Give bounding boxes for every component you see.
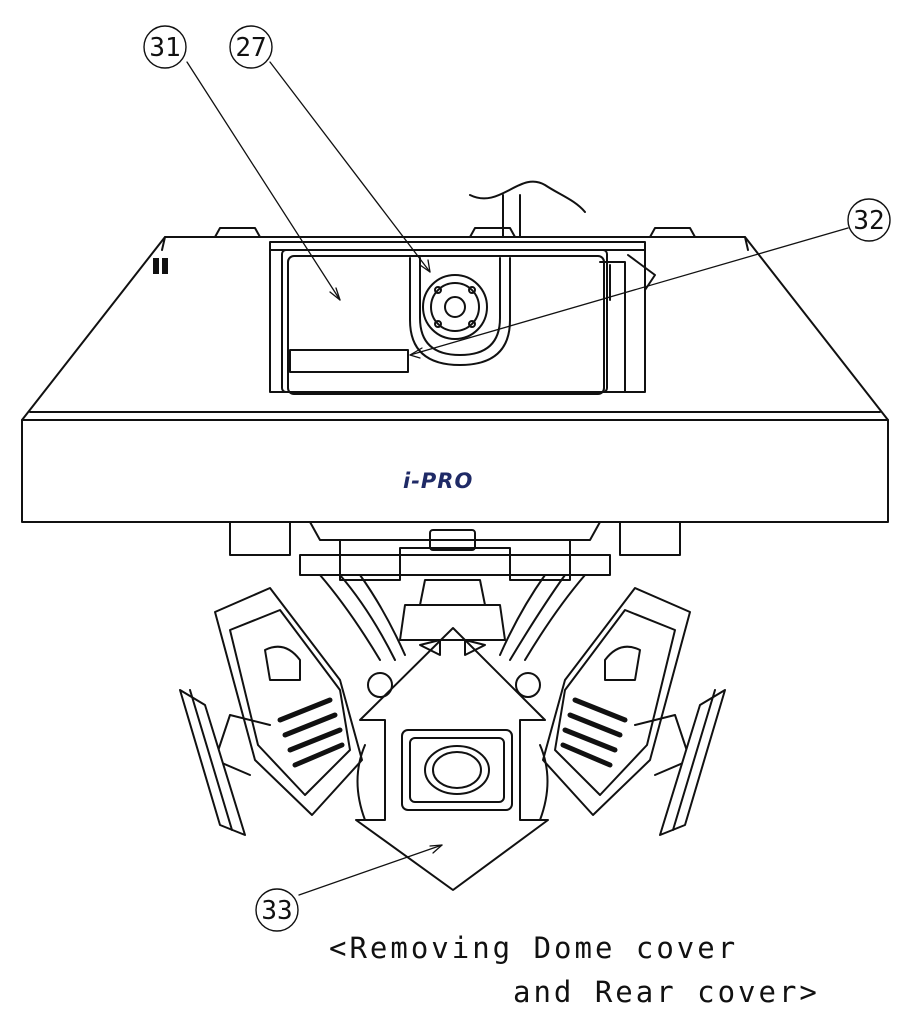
- center-lens-module: [399, 579, 513, 811]
- mount-base: [229, 521, 681, 581]
- svg-text:27: 27: [235, 33, 266, 63]
- callout-33: 33: [255, 888, 299, 932]
- arms: [319, 574, 586, 698]
- callout-32: 32: [847, 198, 891, 242]
- callout-31: 31: [143, 25, 187, 69]
- cable: [469, 180, 586, 241]
- svg-text:31: 31: [149, 33, 180, 63]
- left-lens-module: [179, 587, 363, 836]
- right-lens-module: [542, 587, 726, 836]
- caption-line-2: and Rear cover>: [513, 975, 820, 1009]
- caption-line-1: <Removing Dome cover: [329, 931, 738, 965]
- label-plate: [289, 349, 409, 373]
- leader-lines: [186, 61, 849, 896]
- svg-text:32: 32: [853, 206, 884, 236]
- removal-arrow: [355, 627, 549, 891]
- callout-27: 27: [229, 25, 273, 69]
- svg-text:33: 33: [261, 896, 292, 926]
- brand-logo: i-PRO: [403, 469, 473, 493]
- rear-cover-opening: [269, 241, 656, 395]
